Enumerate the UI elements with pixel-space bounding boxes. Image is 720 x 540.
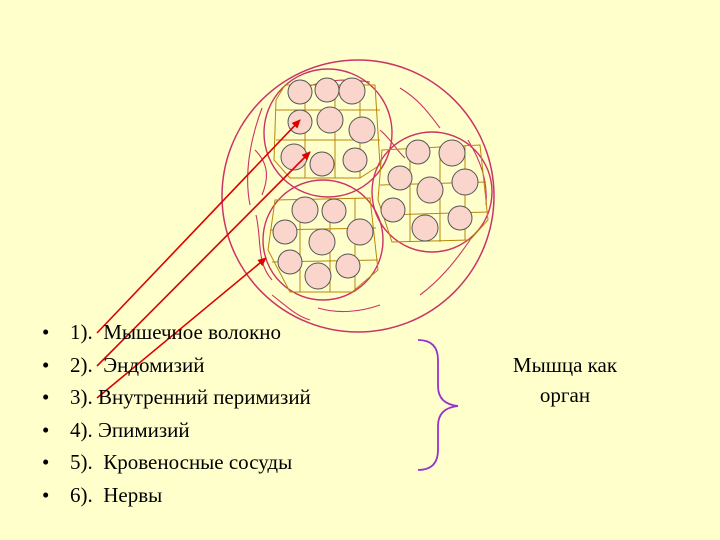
- fascicle-3: [262, 179, 384, 301]
- pointer-arrows: [96, 119, 311, 399]
- fascicle-2: [371, 131, 493, 253]
- legend-item: • 5). Кровеносные сосуды: [42, 446, 311, 479]
- perimysium-3: [262, 179, 384, 301]
- arrow-muscle-fiber: [96, 119, 301, 334]
- bullet: •: [42, 450, 50, 474]
- legend-item: • 4). Эпимизий: [42, 414, 311, 447]
- caption: Мышца как орган: [490, 350, 640, 410]
- muscle-fibers-1: [280, 77, 376, 177]
- legend-item-text: 4). Эпимизий: [70, 417, 190, 442]
- legend-item: • 3). Внутренний перимизий: [42, 381, 311, 414]
- bullet: •: [42, 385, 50, 409]
- perimysium-2: [371, 131, 493, 253]
- arrow-endomysium: [96, 151, 311, 367]
- bullet: •: [42, 417, 50, 442]
- legend-item-text: 1). Мышечное волокно: [70, 320, 282, 344]
- caption-line-2: орган: [539, 383, 591, 407]
- muscle-fibers-2: [380, 139, 479, 242]
- legend-item-text: 2). Эндомизий: [70, 352, 205, 377]
- arrow-inner-perimysium: [96, 257, 267, 399]
- legend-item-text: 5). Кровеносные сосуды: [70, 450, 293, 474]
- epimysium-outer: [221, 59, 495, 333]
- legend-item: • 6). Нервы: [42, 479, 311, 512]
- caption-line-1: Мышца как: [512, 353, 618, 377]
- legend-item-text: 6). Нервы: [70, 482, 163, 507]
- bullet: •: [42, 352, 50, 377]
- grouping-brace: [417, 339, 459, 471]
- legend-list: • 1). Мышечное волокно • 2). Эндомизий • 3)…: [42, 316, 311, 511]
- bullet: •: [42, 320, 50, 344]
- perimysium-1: [263, 68, 393, 198]
- muscle-fibers-3: [272, 196, 374, 290]
- legend-item: • 1). Мышечное волокно: [42, 316, 311, 349]
- legend-item-text: 3). Внутренний перимизий: [70, 385, 311, 409]
- legend-item: • 2). Эндомизий: [42, 349, 311, 382]
- bullet: •: [42, 482, 50, 507]
